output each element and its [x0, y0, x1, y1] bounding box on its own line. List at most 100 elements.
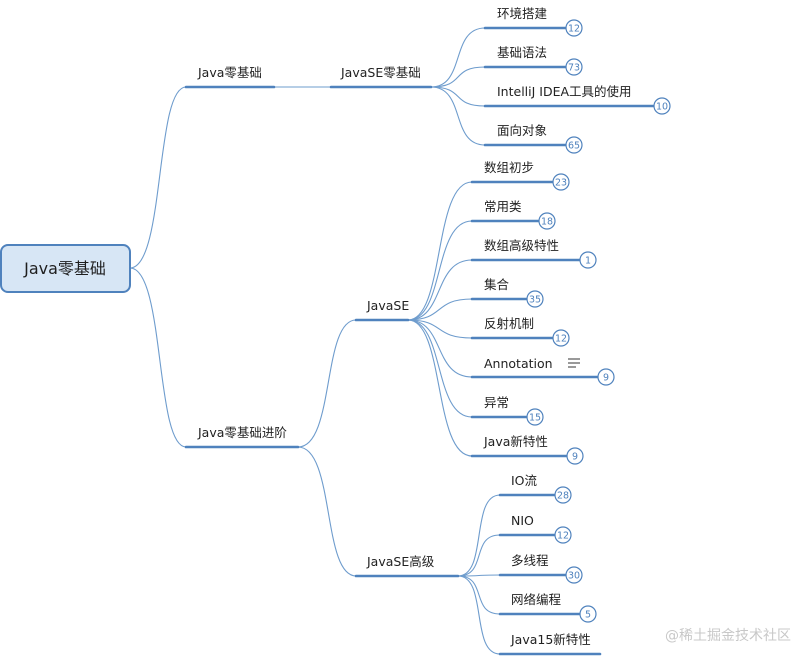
leaf-label: 数组初步: [484, 160, 534, 175]
leaf-label: 基础语法: [497, 45, 547, 60]
count-badge-text: 35: [529, 295, 541, 306]
count-badge: [579, 605, 597, 623]
edge-javase-basics-env: [430, 27, 486, 88]
topic-label: Java零基础: [197, 65, 262, 80]
edge-javase-array: [407, 181, 473, 321]
count-badge: [552, 173, 570, 191]
leaf-label: 环境搭建: [497, 6, 548, 21]
root-node-box: [0, 244, 131, 293]
topic-java-basics[interactable]: Java零基础: [184, 65, 276, 89]
leaf-oop[interactable]: 面向对象 65: [483, 123, 583, 154]
count-badge-text: 18: [541, 217, 553, 228]
notes-icon[interactable]: [568, 358, 580, 368]
leaf-java15-new-features[interactable]: Java15新特性: [498, 632, 602, 656]
topic-javase-advanced[interactable]: JavaSE高级: [354, 554, 460, 578]
leaf-basic-syntax[interactable]: 基础语法 73: [483, 45, 583, 76]
leaf-label: 常用类: [484, 199, 522, 214]
count-badge-text: 12: [557, 531, 569, 542]
edge-java-advanced-javase-advanced: [297, 446, 357, 577]
count-badge-text: 12: [568, 24, 580, 35]
leaf-label: Java新特性: [483, 434, 548, 449]
edge-javase-newfeatures: [407, 319, 473, 457]
count-badge: [526, 290, 544, 308]
edge-javase-exception: [407, 319, 473, 418]
edge-javase-reflection: [407, 319, 473, 339]
edge-javase-adv-thread: [457, 574, 501, 577]
topic-java-advanced[interactable]: Java零基础进阶: [184, 425, 300, 449]
count-badge: [538, 212, 556, 230]
leaf-intellij-idea[interactable]: IntelliJ IDEA工具的使用 10: [483, 84, 671, 115]
topic-label: Java零基础进阶: [197, 425, 287, 440]
leaf-env-setup[interactable]: 环境搭建 12: [483, 6, 583, 37]
count-badge-text: 65: [568, 141, 580, 152]
count-badge-text: 28: [557, 491, 569, 502]
leaf-network-programming[interactable]: 网络编程 5: [498, 592, 597, 623]
count-badge: [653, 97, 671, 115]
count-badge-text: 12: [555, 334, 567, 345]
leaf-io-streams[interactable]: IO流 28: [498, 473, 572, 504]
topic-label: JavaSE零基础: [340, 65, 421, 80]
count-badge: [579, 251, 597, 269]
edge-javase-common: [407, 220, 473, 321]
leaf-label: 数组高级特性: [484, 238, 559, 253]
edge-javase-array-adv: [407, 259, 473, 321]
root-node[interactable]: Java零基础: [0, 244, 131, 293]
edge-javase-adv-network: [457, 575, 501, 615]
leaf-label: 多线程: [511, 553, 549, 568]
edge-javase-basics-syntax: [430, 66, 486, 88]
count-badge-text: 30: [568, 571, 580, 582]
count-badge-text: 1: [585, 256, 591, 267]
root-node-label: Java零基础: [23, 259, 106, 278]
count-badge-text: 5: [585, 610, 591, 621]
count-badge: [566, 447, 584, 465]
edge-javase-annotation: [407, 319, 473, 378]
leaf-collections[interactable]: 集合 35: [470, 277, 544, 308]
leaf-label: IntelliJ IDEA工具的使用: [497, 84, 632, 99]
leaf-exceptions[interactable]: 异常 15: [470, 395, 544, 426]
leaf-reflection[interactable]: 反射机制 12: [470, 316, 570, 347]
count-badge: [565, 19, 583, 37]
leaf-label: 反射机制: [484, 316, 534, 331]
count-badge: [554, 526, 572, 544]
count-badge: [565, 136, 583, 154]
leaf-multithreading[interactable]: 多线程 30: [498, 553, 583, 584]
topic-label: JavaSE: [366, 298, 409, 313]
leaf-annotation[interactable]: Annotation 9: [470, 356, 615, 386]
leaf-label: 异常: [484, 395, 509, 410]
leaf-nio[interactable]: NIO 12: [498, 513, 572, 544]
leaf-java-new-features[interactable]: Java新特性 9: [470, 434, 584, 465]
leaf-label: NIO: [511, 513, 534, 528]
edge-java-advanced-javase: [297, 319, 357, 448]
count-badge-text: 73: [568, 63, 580, 74]
count-badge-text: 10: [656, 102, 668, 113]
leaf-common-classes[interactable]: 常用类 18: [470, 199, 556, 230]
edge-javase-collection: [407, 298, 473, 321]
count-badge-text: 23: [555, 178, 567, 189]
edge-javase-basics-oop: [430, 86, 486, 146]
edge-javase-adv-io: [457, 494, 501, 577]
topic-javase-basics[interactable]: JavaSE零基础: [329, 65, 433, 89]
topic-label: JavaSE高级: [366, 554, 435, 569]
leaf-array-advanced[interactable]: 数组高级特性 1: [470, 238, 597, 269]
count-badge: [565, 58, 583, 76]
leaf-label: Annotation: [484, 356, 553, 371]
leaf-label: Java15新特性: [510, 632, 591, 647]
watermark: @稀土掘金技术社区: [665, 628, 791, 644]
count-badge: [552, 329, 570, 347]
leaf-label: 网络编程: [511, 592, 562, 607]
leaf-label: 面向对象: [497, 123, 547, 138]
count-badge: [526, 408, 544, 426]
leaf-label: 集合: [484, 277, 510, 292]
count-badge: [565, 566, 583, 584]
count-badge: [554, 486, 572, 504]
count-badge-text: 9: [572, 452, 578, 463]
count-badge-text: 15: [529, 413, 541, 424]
leaf-label: IO流: [511, 473, 538, 488]
leaf-array-basics[interactable]: 数组初步 23: [470, 160, 570, 191]
edge-root-java-advanced: [129, 267, 187, 448]
edge-javase-adv-nio: [457, 534, 501, 577]
topic-javase[interactable]: JavaSE: [354, 298, 409, 322]
edge-javase-basics-idea: [430, 86, 486, 107]
edge-javase-adv-java15: [457, 575, 501, 655]
